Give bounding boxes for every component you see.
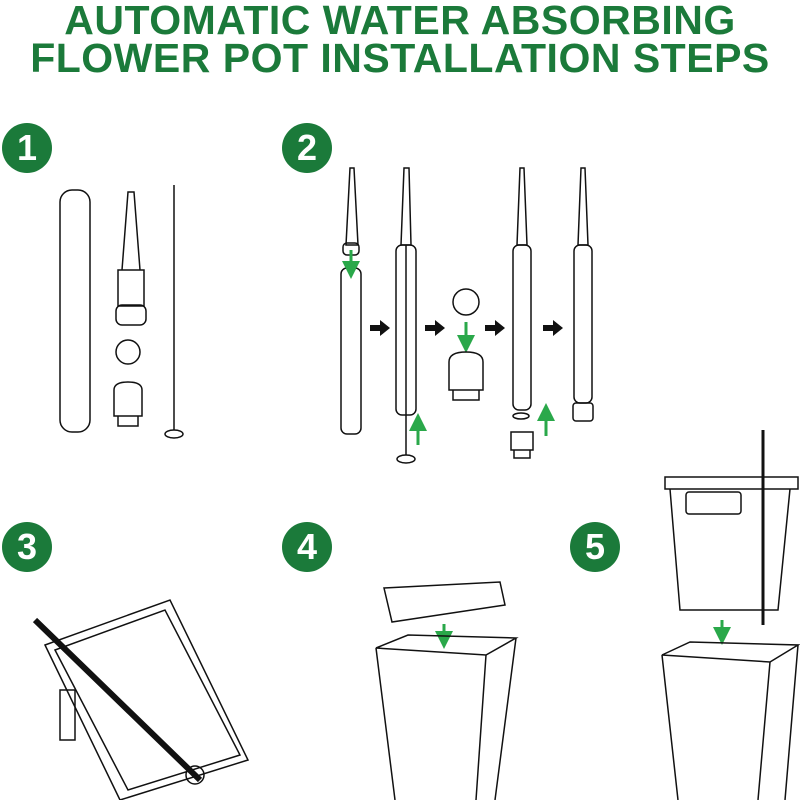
- step-badge-3: 3: [2, 522, 52, 572]
- step1-parts-illustration: [59, 185, 184, 439]
- step-badge-4: 4: [282, 522, 332, 572]
- title-line-2: FLOWER POT INSTALLATION STEPS: [30, 35, 770, 81]
- wick-cone-icon: [117, 191, 145, 307]
- step3-insert-tube-illustration: [32, 599, 250, 800]
- step-badge-1: 1: [2, 123, 52, 173]
- step4-place-inner-pot-illustration: [375, 581, 519, 800]
- step-badge-5: 5: [570, 522, 620, 572]
- step5-final-assembly-illustration: [661, 430, 800, 800]
- step2-assembly-illustration: [340, 167, 594, 464]
- float-cap-icon: [113, 381, 143, 427]
- title-line-1: AUTOMATIC WATER ABSORBING: [64, 0, 736, 43]
- step-badge-2: 2: [282, 123, 332, 173]
- ball-icon: [115, 339, 141, 365]
- outer-tube-icon: [59, 189, 91, 433]
- process-arrows: [370, 320, 563, 336]
